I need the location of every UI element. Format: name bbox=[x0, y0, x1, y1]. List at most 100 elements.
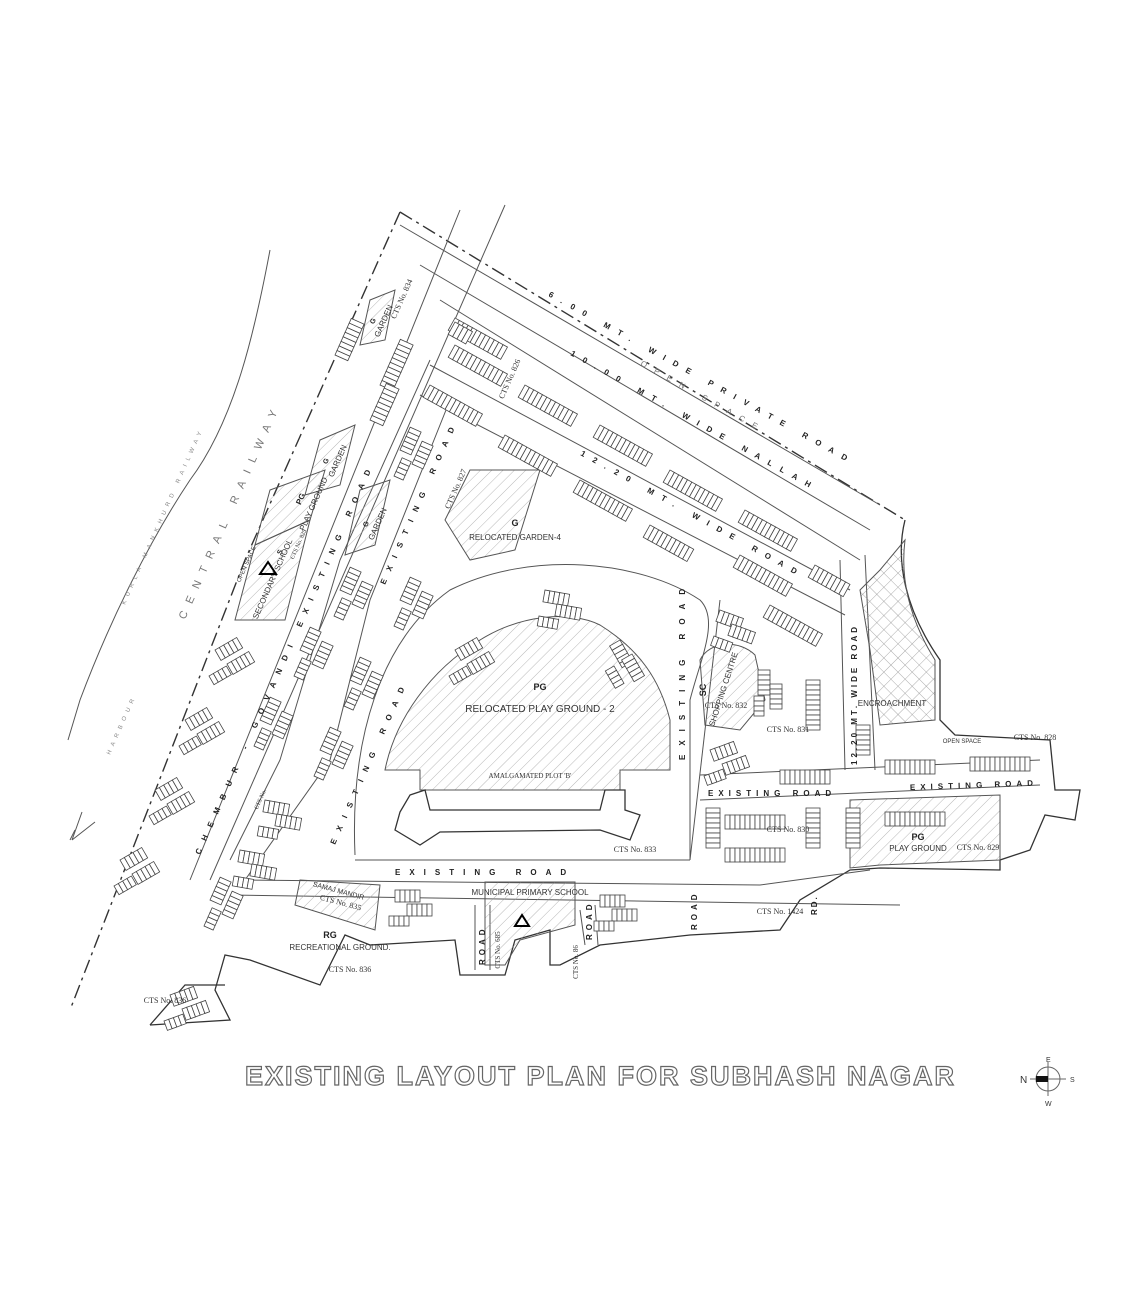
building-row bbox=[184, 706, 214, 731]
building-row bbox=[554, 603, 583, 621]
secondary-school-code: S bbox=[276, 549, 284, 556]
building-row bbox=[721, 754, 751, 776]
building-row bbox=[406, 903, 433, 917]
building-row bbox=[274, 813, 303, 831]
building-row bbox=[203, 907, 222, 931]
pg2-name: RELOCATED PLAY GROUND - 2 bbox=[465, 704, 615, 715]
road-a-label: ROAD bbox=[478, 925, 487, 965]
building-row bbox=[611, 908, 638, 922]
building-blocks bbox=[113, 317, 1031, 1031]
building-row bbox=[497, 434, 559, 477]
building-row bbox=[422, 384, 484, 427]
north-compass-icon bbox=[1030, 1062, 1066, 1096]
building-row bbox=[517, 384, 579, 427]
building-row bbox=[447, 321, 474, 345]
cts836-west-label: CTS No. 836 bbox=[144, 996, 186, 1005]
building-row bbox=[703, 768, 727, 786]
building-row bbox=[592, 424, 654, 467]
building-row bbox=[131, 860, 161, 885]
building-row bbox=[855, 724, 871, 756]
building-row bbox=[807, 564, 851, 598]
building-row bbox=[393, 607, 412, 631]
existing-road-middle-label: EXISTING ROAD bbox=[708, 789, 836, 798]
building-row bbox=[609, 639, 634, 669]
building-row bbox=[705, 807, 721, 849]
garden-a-plot bbox=[359, 289, 396, 346]
building-row bbox=[154, 776, 184, 801]
building-row bbox=[572, 479, 634, 522]
building-row bbox=[805, 807, 821, 849]
building-row bbox=[259, 696, 282, 726]
building-row bbox=[256, 825, 280, 840]
building-row bbox=[447, 317, 509, 360]
garden-a-code: G bbox=[369, 317, 378, 325]
building-row bbox=[388, 915, 410, 927]
building-row bbox=[709, 740, 739, 762]
compass-n: N bbox=[1020, 1075, 1027, 1086]
building-row bbox=[769, 683, 783, 710]
building-row bbox=[334, 317, 365, 362]
building-row bbox=[169, 985, 199, 1007]
building-row bbox=[253, 727, 272, 751]
building-row bbox=[271, 710, 294, 740]
municipal-school-label: MUNICIPAL PRIMARY SCHOOL bbox=[471, 888, 589, 897]
pg-east-code: PG bbox=[911, 832, 924, 842]
building-row bbox=[351, 580, 374, 610]
cts831-label: CTS No. 831 bbox=[767, 725, 809, 734]
building-row bbox=[331, 740, 354, 770]
building-row bbox=[166, 790, 196, 815]
building-row bbox=[163, 1013, 187, 1031]
building-row bbox=[208, 665, 232, 686]
building-row bbox=[361, 670, 384, 700]
building-row bbox=[724, 847, 786, 863]
building-row bbox=[448, 665, 472, 686]
garden4-code: G bbox=[511, 518, 518, 528]
amalgamated-building bbox=[394, 789, 641, 846]
building-row bbox=[411, 440, 434, 470]
building-row bbox=[393, 457, 412, 481]
building-row bbox=[349, 656, 372, 686]
building-row bbox=[411, 590, 434, 620]
existing-road-south-label: EXISTING ROAD bbox=[395, 868, 575, 877]
cts833-label: CTS No. 833 bbox=[614, 845, 656, 854]
garden-b-code: G bbox=[322, 457, 331, 465]
building-row bbox=[394, 889, 421, 903]
building-row bbox=[226, 650, 256, 675]
building-row bbox=[313, 757, 332, 781]
road-b-label: ROAD bbox=[585, 900, 594, 940]
secondary-school-triangle-icon bbox=[258, 560, 278, 575]
building-row bbox=[710, 635, 734, 653]
building-row bbox=[379, 338, 414, 392]
building-row bbox=[884, 759, 936, 775]
compass-e: E bbox=[1046, 1057, 1051, 1064]
building-row bbox=[214, 636, 244, 661]
building-row bbox=[762, 604, 824, 647]
shopping-centre-cts: CTS No. 832 bbox=[705, 701, 747, 710]
building-row bbox=[178, 735, 202, 756]
garden-b-plot bbox=[304, 424, 356, 496]
building-row bbox=[311, 640, 334, 670]
cts828-label: CTS No. 828 bbox=[1014, 733, 1056, 742]
existing-road-inner-east-label: EXISTING ROAD bbox=[678, 580, 687, 760]
building-row bbox=[454, 636, 484, 661]
building-row bbox=[593, 920, 615, 932]
shopping-centre-code: SC bbox=[698, 683, 708, 696]
building-row bbox=[779, 769, 831, 785]
compass-w: W bbox=[1045, 1101, 1052, 1108]
rg-code: RG bbox=[323, 930, 337, 940]
building-row bbox=[319, 726, 342, 756]
building-row bbox=[542, 589, 571, 607]
building-row bbox=[845, 807, 861, 849]
private-road-label: 6.00 MT. WIDE PRIVATE ROAD bbox=[547, 290, 857, 467]
building-row bbox=[732, 554, 794, 597]
encroachment-area bbox=[859, 538, 936, 726]
building-row bbox=[662, 469, 724, 512]
garden-c-code: G bbox=[362, 520, 371, 528]
building-row bbox=[599, 894, 626, 908]
cts-s-label: CTS No. 86 bbox=[572, 945, 580, 979]
building-row bbox=[339, 566, 362, 596]
building-row bbox=[249, 863, 278, 881]
municipal-school-plot bbox=[484, 881, 576, 966]
building-row bbox=[119, 846, 149, 871]
